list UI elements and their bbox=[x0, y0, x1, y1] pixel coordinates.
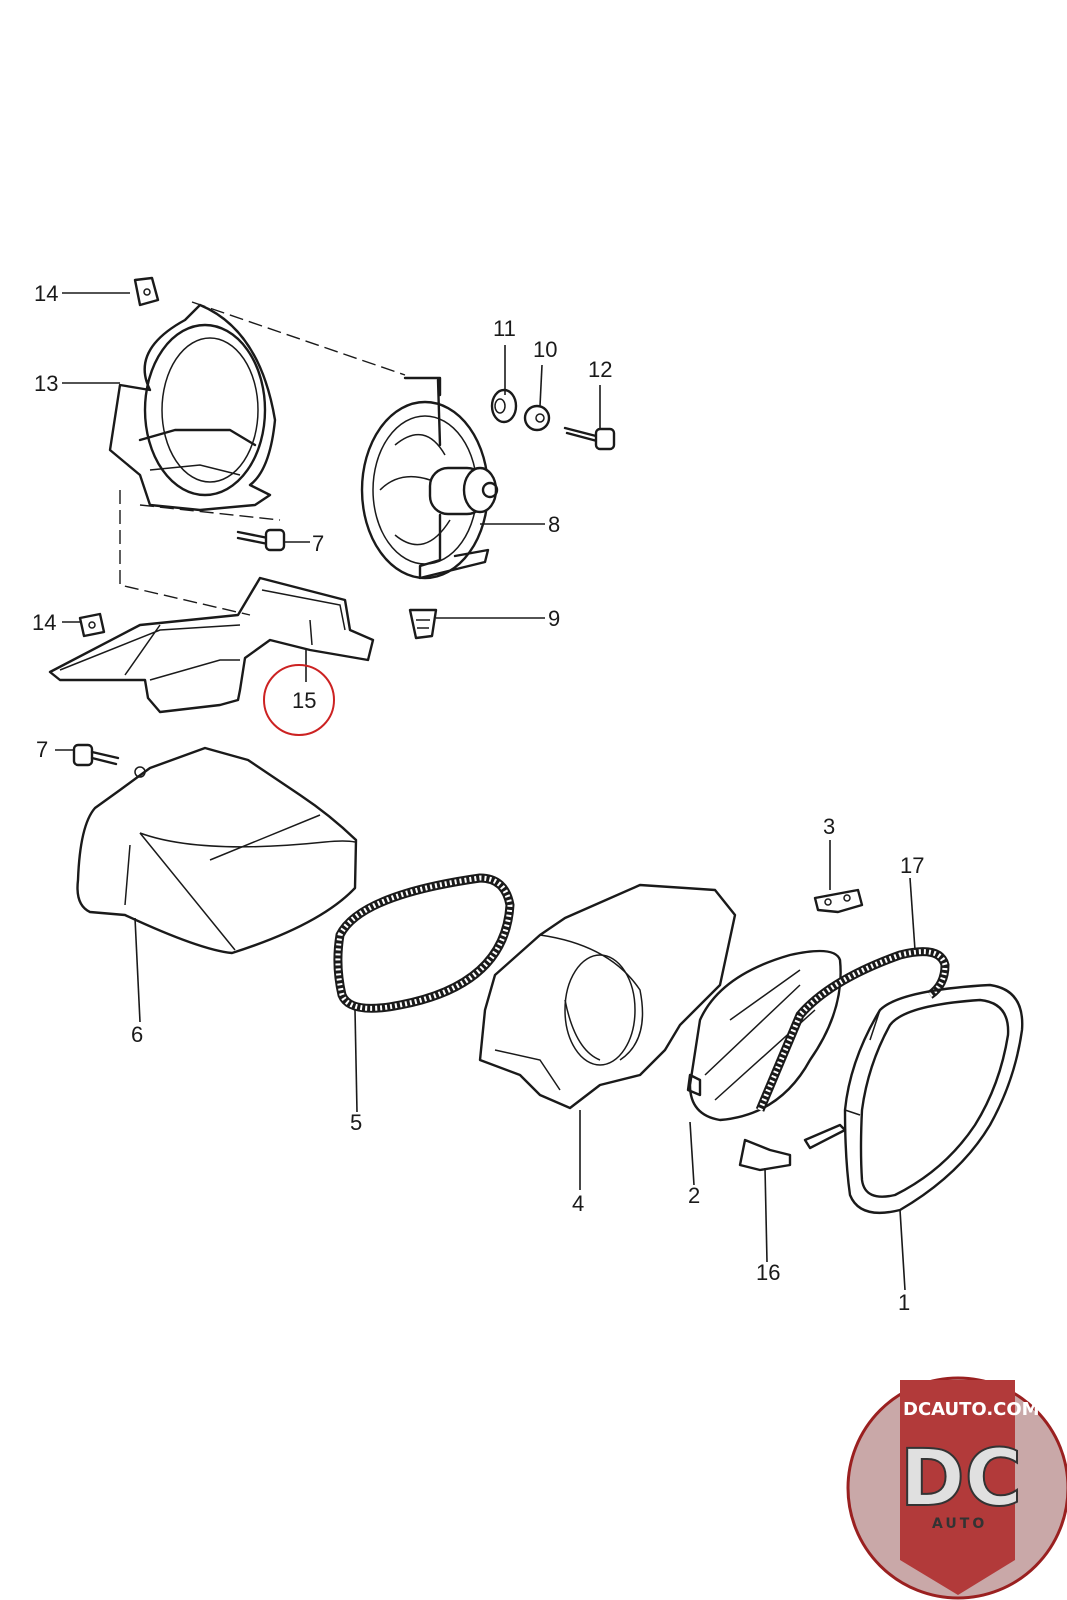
part-10-nut bbox=[523, 404, 551, 432]
part-6-intake-duct bbox=[76, 746, 358, 955]
callout-12: 12 bbox=[588, 357, 612, 382]
callout-6: 6 bbox=[131, 1022, 143, 1047]
part-3-clip bbox=[813, 888, 864, 914]
part-16-seal-piece bbox=[738, 1123, 847, 1172]
part-17-seal-strip bbox=[755, 947, 950, 1112]
part-7-bolt-lower bbox=[72, 743, 120, 767]
callout-17: 17 bbox=[900, 853, 924, 878]
part-8-fan-motor bbox=[360, 376, 499, 580]
part-15-duct-bracket bbox=[48, 576, 375, 714]
part-7-bolt-upper bbox=[236, 528, 286, 552]
part-1-outer-frame bbox=[843, 983, 1024, 1215]
callout-10: 10 bbox=[533, 337, 557, 362]
callout-7-lower: 7 bbox=[36, 737, 48, 762]
logo-auto-text: AUTO bbox=[932, 1516, 987, 1532]
callout-9: 9 bbox=[548, 606, 560, 631]
part-14-clip-upper bbox=[133, 276, 160, 307]
dcauto-logo: DCAUTO.COM DC AUTO bbox=[846, 1376, 1067, 1600]
callout-14-lower: 14 bbox=[32, 610, 56, 635]
assembly-lines bbox=[119, 301, 406, 616]
callout-15-highlight-circle bbox=[263, 664, 335, 736]
callout-2: 2 bbox=[688, 1183, 700, 1208]
part-11-grommet bbox=[490, 388, 518, 424]
callout-5: 5 bbox=[350, 1110, 362, 1135]
callout-3: 3 bbox=[823, 814, 835, 839]
leader-lines bbox=[55, 292, 916, 1291]
logo-top-text: DCAUTO.COM bbox=[903, 1399, 1040, 1420]
part-9-plug bbox=[408, 608, 438, 640]
logo-dc-text: DC bbox=[900, 1434, 1022, 1524]
callout-14-upper: 14 bbox=[34, 281, 58, 306]
part-12-bolt bbox=[563, 426, 616, 451]
callout-11: 11 bbox=[493, 316, 516, 341]
callout-13: 13 bbox=[34, 371, 58, 396]
callout-4: 4 bbox=[572, 1191, 584, 1216]
part-14-clip-lower bbox=[78, 612, 106, 638]
callout-16: 16 bbox=[756, 1260, 780, 1285]
callout-15: 15 bbox=[292, 688, 316, 713]
part-4-fan-housing bbox=[478, 883, 737, 1110]
callout-8: 8 bbox=[548, 512, 560, 537]
callout-1: 1 bbox=[898, 1290, 910, 1315]
callout-7-upper: 7 bbox=[312, 531, 324, 556]
part-13-fan-shroud bbox=[108, 303, 277, 512]
part-5-gasket bbox=[333, 873, 515, 1013]
